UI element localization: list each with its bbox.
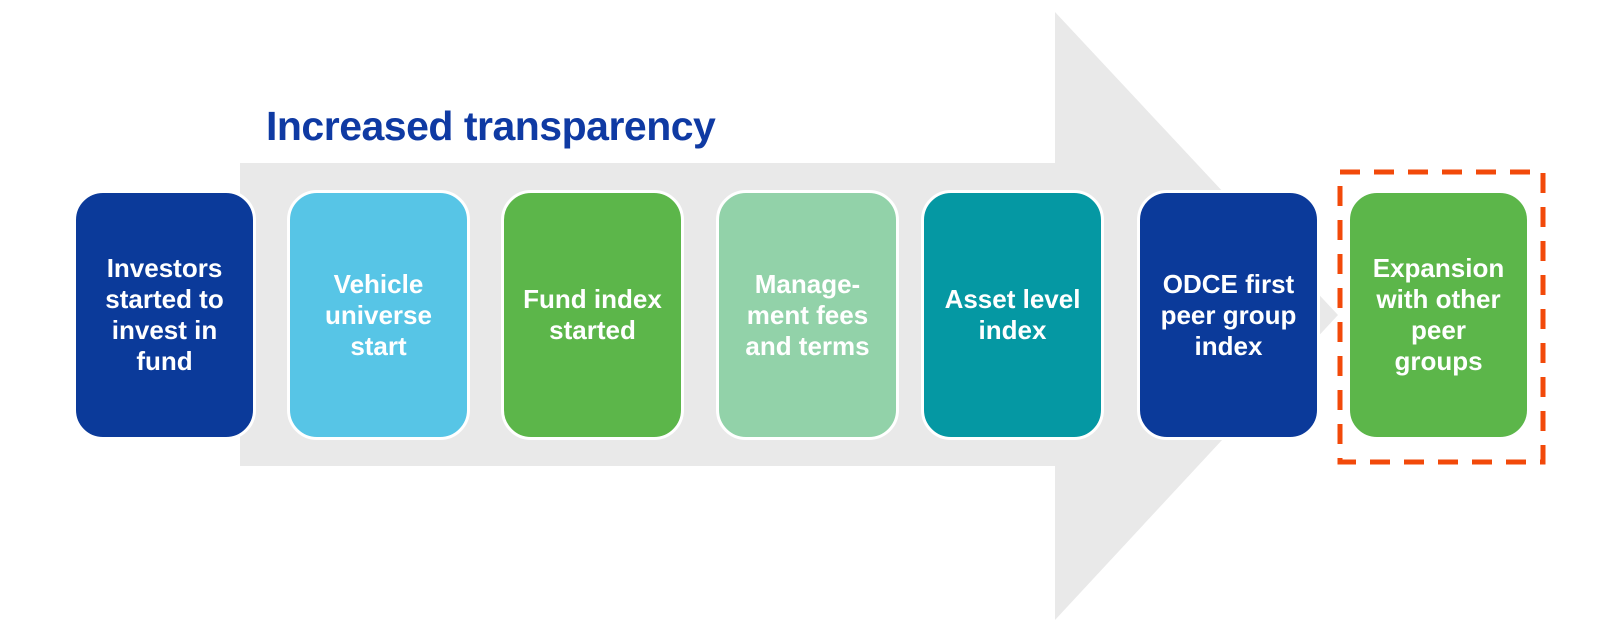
step-label-investors-started-to-invest: Investors started to invest in fund — [105, 253, 224, 376]
step-box-management-fees-and-terms: Manage- ment fees and terms — [716, 190, 899, 440]
step-label-asset-level-index: Asset level index — [944, 284, 1081, 345]
step-box-odce-first-peer-group-index: ODCE first peer group index — [1137, 190, 1320, 440]
step-label-management-fees-and-terms: Manage- ment fees and terms — [745, 268, 870, 361]
step-label-odce-first-peer-group-index: ODCE first peer group index — [1160, 268, 1297, 361]
step-label-vehicle-universe-start: Vehicle universe start — [325, 268, 432, 361]
step-label-expansion-with-other-peer-groups: Expansion with other peer groups — [1372, 253, 1505, 376]
diagram-title: Increased transparency — [266, 103, 716, 149]
step-box-vehicle-universe-start: Vehicle universe start — [287, 190, 470, 440]
step-box-asset-level-index: Asset level index — [921, 190, 1104, 440]
step-label-fund-index-started: Fund index started — [523, 284, 662, 345]
step-box-expansion-with-other-peer-groups: Expansion with other peer groups — [1347, 190, 1530, 440]
step-box-investors-started-to-invest: Investors started to invest in fund — [73, 190, 256, 440]
step-box-fund-index-started: Fund index started — [501, 190, 684, 440]
